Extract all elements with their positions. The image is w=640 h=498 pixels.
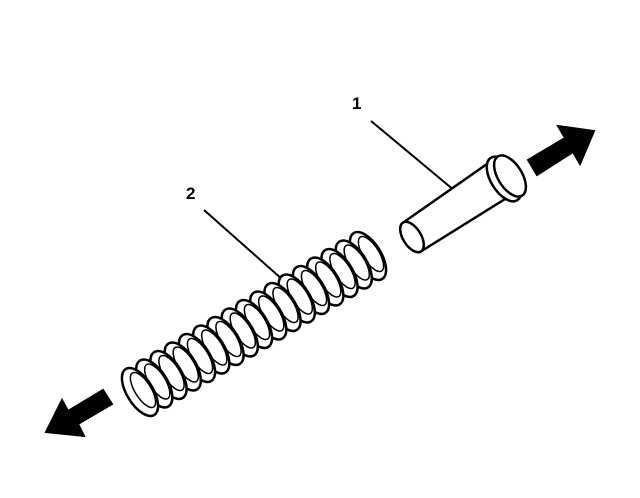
pin bbox=[398, 154, 528, 254]
leader-line-2 bbox=[203, 209, 284, 281]
callout-2: 2 bbox=[186, 184, 196, 203]
spring-coil-inner bbox=[129, 371, 157, 409]
leader-line-1 bbox=[370, 120, 456, 192]
spring bbox=[120, 230, 388, 418]
arrow-right-icon bbox=[526, 124, 596, 177]
arrow-left-icon bbox=[44, 388, 114, 438]
callout-1: 1 bbox=[352, 94, 362, 113]
